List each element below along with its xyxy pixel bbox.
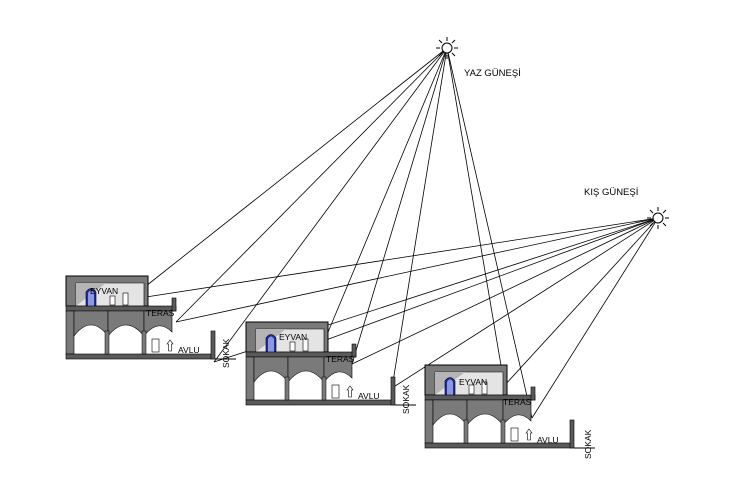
- winter-ray: [175, 217, 659, 323]
- avlu-label: AVLU: [178, 345, 200, 355]
- avlu-label: AVLU: [537, 435, 559, 445]
- eyvan-label: EYVAN: [90, 286, 118, 296]
- winter-sun-label: KIŞ GÜNEŞİ: [584, 187, 638, 198]
- teras-label: TERAS: [326, 354, 355, 364]
- winter-ray: [351, 217, 659, 365]
- summer-ray: [446, 47, 505, 384]
- eyvan-label: EYVAN: [459, 377, 487, 387]
- winter-sun-rays: [145, 217, 659, 419]
- summer-sun-rays: [145, 47, 533, 419]
- summer-sun-icon: [436, 37, 458, 59]
- summer-ray: [351, 47, 448, 365]
- summer-sun-label: YAZ GÜNEŞİ: [464, 68, 521, 79]
- summer-ray: [175, 47, 448, 323]
- summer-ray: [145, 47, 448, 287]
- house-section-2: EYVAN TERAS AVLU SOKAK: [245, 321, 417, 414]
- winter-ray: [145, 217, 659, 298]
- summer-ray: [391, 47, 448, 389]
- eyvan-label: EYVAN: [279, 332, 307, 342]
- teras-label: TERAS: [146, 308, 175, 318]
- summer-ray: [213, 47, 448, 363]
- winter-ray: [531, 217, 659, 419]
- summer-ray: [325, 47, 448, 338]
- house-section-3: EYVAN TERAS AVLU SOKAK: [424, 364, 596, 459]
- sokak-label: SOKAK: [221, 338, 231, 368]
- sokak-label: SOKAK: [583, 429, 593, 459]
- summer-ray: [446, 47, 533, 419]
- teras-label: TERAS: [503, 397, 532, 407]
- winter-ray: [503, 217, 659, 387]
- house-section-1: EYVAN TERAS AVLU SOKAK: [65, 275, 237, 368]
- winter-ray: [391, 217, 659, 389]
- sokak-label: SOKAK: [401, 384, 411, 414]
- winter-ray: [325, 217, 659, 341]
- winter-sun-icon: [647, 207, 669, 229]
- avlu-label: AVLU: [358, 391, 380, 401]
